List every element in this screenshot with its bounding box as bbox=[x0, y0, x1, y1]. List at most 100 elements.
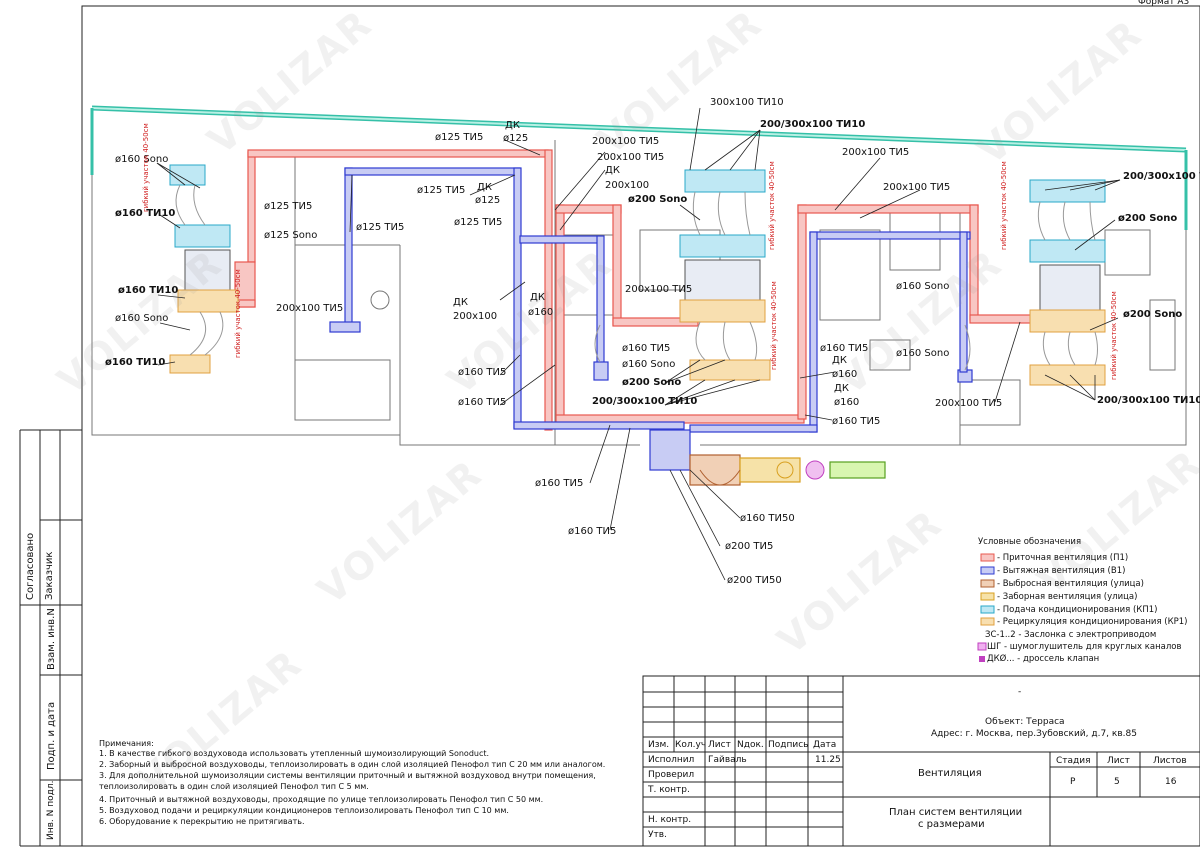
duct-label: 200/300x100 ТИ10 bbox=[1123, 171, 1200, 182]
legend-swatches bbox=[977, 553, 995, 662]
duct-label: 300x100 ТИ10 bbox=[710, 97, 784, 108]
legend-item: - Рециркуляция кондиционирования (КР1) bbox=[997, 617, 1188, 627]
legend-item: - Приточная вентиляция (П1) bbox=[997, 553, 1129, 563]
damper-symbol bbox=[979, 656, 985, 662]
damper-label: ДК bbox=[530, 292, 545, 303]
tb-sheets-header: Листов bbox=[1153, 756, 1187, 766]
damper-label: ДК bbox=[605, 165, 620, 176]
duct-label: 200x100 ТИ5 bbox=[597, 152, 665, 163]
stamp-vzam-inv: Взам. инв.N bbox=[46, 608, 57, 670]
tb-stage-header: Стадия bbox=[1056, 756, 1091, 766]
duct-label: 200/300x100 ТИ10 bbox=[760, 119, 866, 130]
tb-sheet-header: Лист bbox=[1107, 756, 1130, 766]
drawing-title: с размерами bbox=[918, 819, 985, 830]
tb-header: Лист bbox=[708, 740, 731, 750]
legend-swatch bbox=[980, 605, 995, 614]
legend-item: - Заборная вентиляция (улица) bbox=[997, 592, 1138, 602]
damper-label: ДК bbox=[477, 182, 492, 193]
note-line: 1. В качестве гибкого воздуховода исполь… bbox=[99, 749, 490, 758]
silencer-symbol bbox=[977, 642, 987, 651]
note-line: 5. Воздуховод подачи и рециркуляции конд… bbox=[99, 806, 509, 815]
tb-header: Изм. bbox=[648, 740, 670, 750]
legend-swatch bbox=[980, 617, 995, 626]
stamp-inv-podl: Инв. N подл. bbox=[46, 780, 56, 840]
duct-label: ø160 ТИ5 bbox=[622, 343, 671, 354]
duct-label: 200x100 ТИ5 bbox=[883, 182, 951, 193]
duct-label: ø200 Sono bbox=[1123, 309, 1183, 320]
stamp-podp-data: Подп. и дата bbox=[46, 701, 57, 770]
note-line: теплоизолировать в один слой изоляцией П… bbox=[99, 782, 369, 791]
air-conditioner-units bbox=[169, 164, 1106, 386]
tb-date: 11.25 bbox=[815, 755, 841, 765]
legend-title: Условные обозначения bbox=[978, 537, 1082, 547]
duct-label: ø160 ТИ10 bbox=[118, 285, 179, 296]
legend-swatch bbox=[980, 566, 995, 575]
duct-label: ø160 ТИ10 bbox=[105, 357, 166, 368]
duct-label: ø160 ТИ5 bbox=[458, 367, 507, 378]
duct-label: ø125 ТИ5 bbox=[435, 132, 484, 143]
legend-swatch bbox=[980, 553, 995, 562]
duct-label: ø200 Sono bbox=[1118, 213, 1178, 224]
damper-label: ø125 bbox=[475, 195, 501, 206]
flex-section-note: гибкий участок 40-50см bbox=[1110, 291, 1118, 380]
damper-label: ДК bbox=[505, 120, 520, 131]
leader-lines bbox=[156, 107, 1121, 581]
damper-label: ДК bbox=[834, 383, 849, 394]
note-line: 4. Приточный и вытяжной воздуховоды, про… bbox=[99, 795, 544, 804]
legend-swatch bbox=[980, 579, 995, 588]
damper-label: ø160 bbox=[528, 307, 554, 318]
object-name: Объект: Терраса bbox=[985, 717, 1065, 727]
supply-ducts bbox=[189, 149, 1061, 431]
duct-label: ø160 ТИ10 bbox=[115, 208, 176, 219]
duct-label: 200/300x100 ТИ10 bbox=[592, 396, 698, 407]
duct-label: ø160 Sono bbox=[622, 359, 676, 370]
tb-header: Подпись bbox=[768, 740, 809, 750]
legend-dk: ДКØ... - дроссель клапан bbox=[987, 654, 1100, 664]
stamp-soglasovano: Согласовано bbox=[25, 532, 36, 600]
building-wall bbox=[90, 105, 1188, 230]
tb-header: Nдок. bbox=[737, 740, 764, 750]
legend-item: - Вытяжная вентиляция (В1) bbox=[997, 566, 1126, 576]
flex-section-note: гибкий участок 40-50см bbox=[142, 123, 150, 212]
legend-item: - Выбросная вентиляция (улица) bbox=[997, 579, 1144, 589]
duct-label: 200x100 ТИ5 bbox=[935, 398, 1003, 409]
stamp-zakazchik: Заказчик bbox=[44, 551, 55, 600]
duct-label: ø125 ТИ5 bbox=[356, 222, 405, 233]
duct-label: 200/300x100 ТИ10 bbox=[1097, 395, 1200, 406]
tb-sheet: 5 bbox=[1114, 777, 1120, 787]
duct-label: ø160 Sono bbox=[115, 154, 169, 165]
damper-label: ДК bbox=[832, 355, 847, 366]
legend-item: - Подача кондиционирования (КП1) bbox=[997, 605, 1158, 615]
tb-role: Н. контр. bbox=[648, 815, 692, 825]
duct-label: 200x100 ТИ5 bbox=[276, 303, 344, 314]
duct-label: ø125 ТИ5 bbox=[417, 185, 466, 196]
tb-executor: Гайваль bbox=[708, 755, 747, 765]
duct-label: ø160 ТИ5 bbox=[458, 397, 507, 408]
flex-section-note: гибкий участок 40-50см bbox=[770, 281, 778, 370]
duct-label: ø160 ТИ5 bbox=[535, 478, 584, 489]
damper-label: 200x100 bbox=[605, 180, 650, 191]
flex-section-note: гибкий участок 40-50см bbox=[234, 269, 242, 358]
legend-zs: ЗС-1..2 - Заслонка с электроприводом bbox=[985, 630, 1157, 640]
tb-stage: Р bbox=[1070, 777, 1076, 787]
duct-label: 200x100 ТИ5 bbox=[625, 284, 693, 295]
sheet-format: Формат А3 bbox=[1138, 0, 1190, 7]
drawing-title: План систем вентиляции bbox=[889, 807, 1023, 818]
duct-label: ø125 Sono bbox=[264, 230, 318, 241]
tb-header: Дата bbox=[813, 740, 837, 750]
sheet-frame bbox=[19, 5, 1200, 847]
exhaust-ducts bbox=[329, 167, 973, 433]
tb-section: Вентиляция bbox=[918, 768, 982, 779]
duct-label: 200x100 ТИ5 bbox=[592, 136, 660, 147]
duct-label: ø160 Sono bbox=[896, 281, 950, 292]
tb-header: Кол.уч bbox=[675, 740, 707, 750]
tb-role: Исполнил bbox=[648, 755, 695, 765]
tb-role: Т. контр. bbox=[648, 785, 690, 795]
note-line: 3. Для дополнительной шумоизоляции систе… bbox=[99, 771, 596, 780]
duct-label: ø160 ТИ5 bbox=[832, 416, 881, 427]
tb-sheets: 16 bbox=[1165, 777, 1177, 787]
duct-label: ø200 Sono bbox=[628, 194, 688, 205]
notes-title: Примечания: bbox=[99, 739, 154, 748]
